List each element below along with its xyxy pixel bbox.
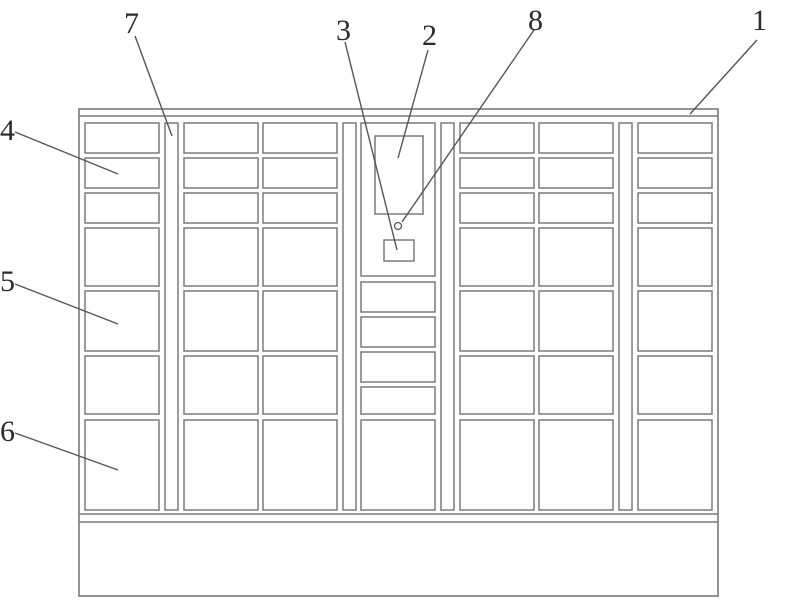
small-locker bbox=[538, 192, 614, 224]
label-8: 8 bbox=[528, 4, 543, 37]
small-locker bbox=[262, 157, 338, 189]
large-locker bbox=[538, 419, 614, 511]
divider-strip-7 bbox=[164, 122, 179, 511]
medium-locker bbox=[637, 227, 713, 287]
medium-locker bbox=[183, 227, 259, 287]
label-1: 1 bbox=[752, 4, 767, 37]
locker-column-5 bbox=[538, 122, 614, 511]
small-locker bbox=[84, 122, 160, 154]
divider-strip bbox=[618, 122, 633, 511]
large-locker bbox=[262, 419, 338, 511]
small-locker bbox=[538, 157, 614, 189]
reference-numerals: 1 2 3 4 5 6 7 8 bbox=[0, 4, 767, 448]
medium-locker bbox=[459, 355, 535, 415]
medium-locker bbox=[637, 290, 713, 352]
leader-1 bbox=[689, 39, 758, 115]
small-locker bbox=[183, 122, 259, 154]
small-locker bbox=[637, 192, 713, 224]
sensor-8 bbox=[393, 221, 403, 231]
leader-4 bbox=[14, 131, 119, 175]
label-2: 2 bbox=[422, 19, 437, 52]
small-locker bbox=[183, 192, 259, 224]
label-6: 6 bbox=[0, 415, 15, 448]
small-locker bbox=[183, 157, 259, 189]
control-column bbox=[360, 122, 436, 511]
small-locker bbox=[262, 192, 338, 224]
large-locker-6 bbox=[84, 419, 160, 511]
locker-column-6 bbox=[637, 122, 713, 511]
label-4: 4 bbox=[0, 114, 15, 147]
locker-column-1 bbox=[84, 122, 160, 511]
medium-locker bbox=[262, 290, 338, 352]
large-locker bbox=[459, 419, 535, 511]
medium-locker bbox=[538, 227, 614, 287]
divider-strip bbox=[342, 122, 357, 511]
cabinet-body bbox=[78, 108, 719, 597]
small-locker bbox=[360, 281, 436, 313]
small-locker bbox=[637, 157, 713, 189]
medium-locker bbox=[262, 355, 338, 415]
divider-strip bbox=[440, 122, 455, 511]
medium-locker bbox=[538, 355, 614, 415]
medium-locker bbox=[262, 227, 338, 287]
small-locker bbox=[360, 351, 436, 383]
medium-locker bbox=[538, 290, 614, 352]
medium-locker bbox=[84, 227, 160, 287]
medium-locker bbox=[459, 290, 535, 352]
small-locker bbox=[360, 316, 436, 348]
display-screen-2 bbox=[374, 135, 424, 215]
small-locker bbox=[459, 157, 535, 189]
label-5: 5 bbox=[0, 265, 15, 298]
locker-column-2 bbox=[183, 122, 259, 511]
small-locker bbox=[262, 122, 338, 154]
medium-locker bbox=[84, 355, 160, 415]
leader-2 bbox=[397, 49, 429, 159]
locker-column-4 bbox=[459, 122, 535, 511]
small-locker bbox=[459, 192, 535, 224]
medium-locker bbox=[183, 355, 259, 415]
medium-locker bbox=[183, 290, 259, 352]
leader-7 bbox=[134, 35, 173, 137]
medium-locker-5 bbox=[84, 290, 160, 352]
leader-6 bbox=[14, 432, 119, 471]
large-locker bbox=[183, 419, 259, 511]
label-7: 7 bbox=[124, 7, 139, 40]
leader-3 bbox=[344, 41, 398, 251]
large-locker bbox=[360, 419, 436, 511]
small-locker bbox=[360, 386, 436, 415]
leader-lines bbox=[14, 29, 758, 471]
locker-column-3 bbox=[262, 122, 338, 511]
medium-locker bbox=[459, 227, 535, 287]
small-locker bbox=[637, 122, 713, 154]
cabinet-outline bbox=[78, 108, 719, 597]
small-locker-4 bbox=[84, 157, 160, 189]
small-locker bbox=[538, 122, 614, 154]
small-locker bbox=[84, 192, 160, 224]
small-locker bbox=[459, 122, 535, 154]
input-pad-3 bbox=[383, 239, 415, 262]
leader-8 bbox=[401, 29, 535, 223]
large-locker bbox=[637, 419, 713, 511]
label-3: 3 bbox=[336, 14, 351, 47]
medium-locker bbox=[637, 355, 713, 415]
leader-5 bbox=[14, 283, 119, 325]
